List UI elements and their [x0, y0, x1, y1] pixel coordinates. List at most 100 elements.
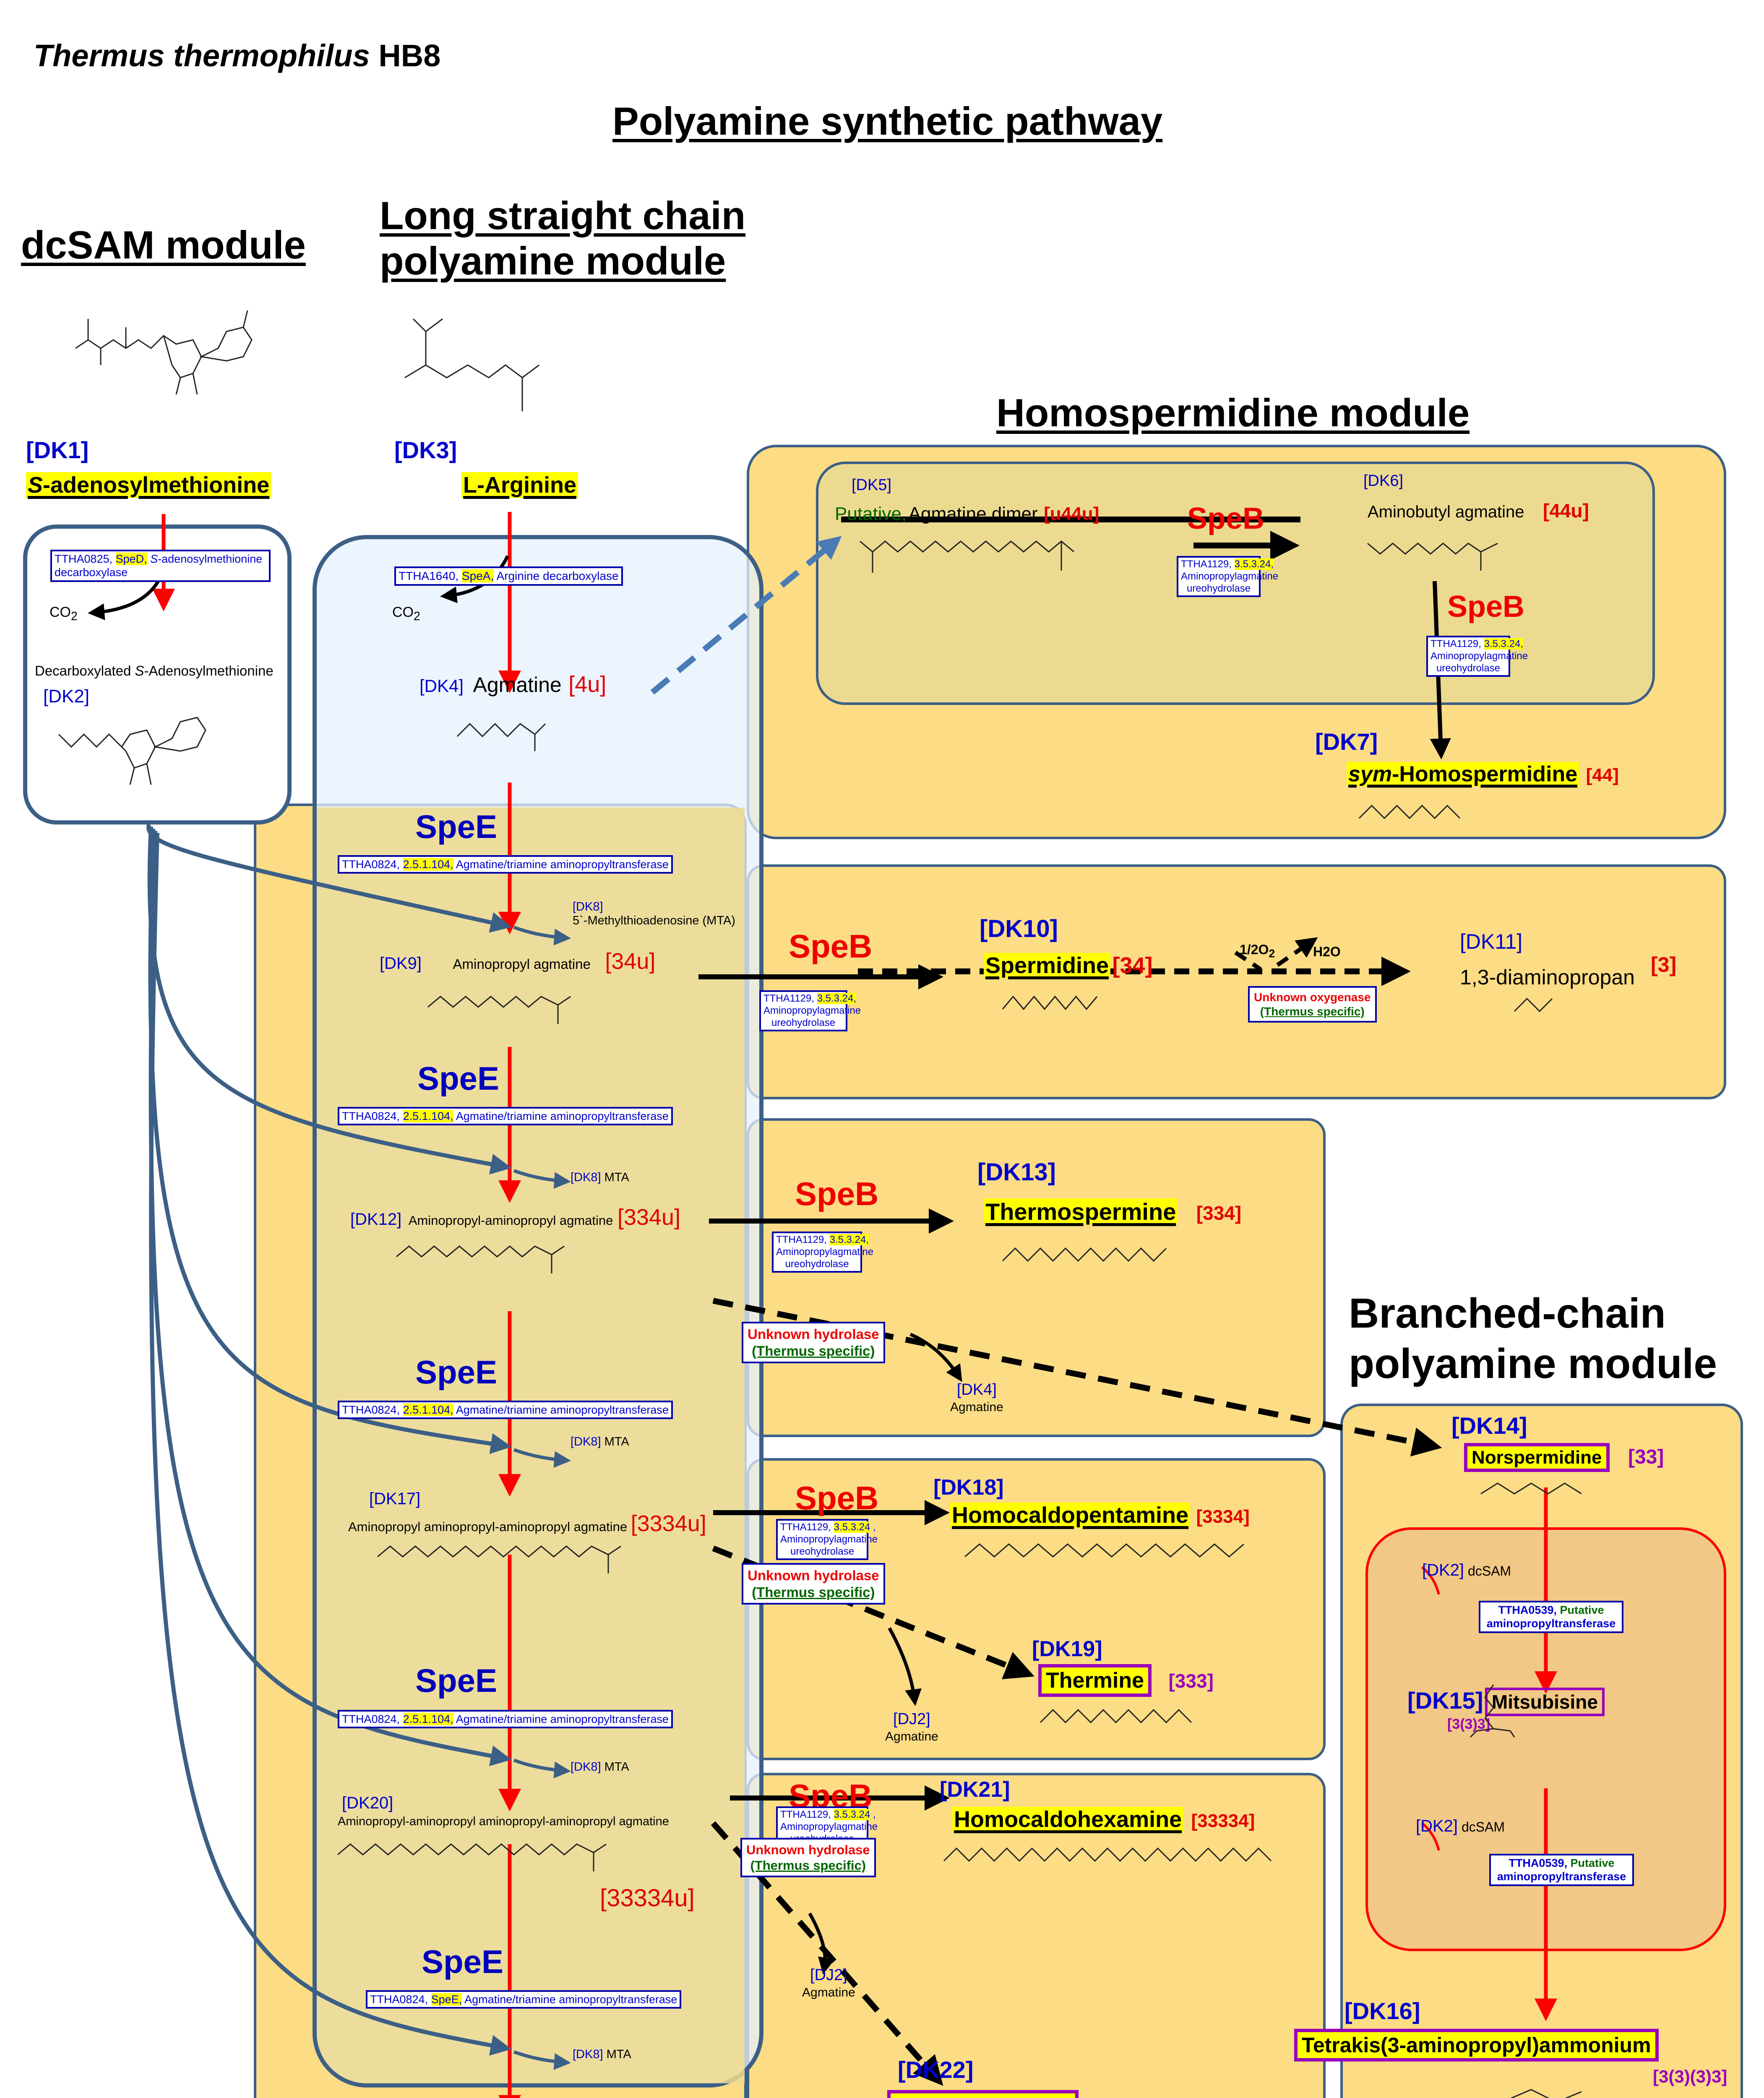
dk15-heading: [DK15] Mitsubisine [1407, 1687, 1605, 1716]
half-o2-text: 1/2O [1240, 942, 1269, 957]
dk19-structure [1028, 1704, 1221, 1746]
dk16-name: Tetrakis(3-aminopropyl)ammonium [1294, 2029, 1659, 2061]
dk22-id: [DK22] [898, 2056, 974, 2083]
agmatine-structure-drawing [456, 723, 546, 751]
unknown-oxygenase-line1: Unknown oxygenase [1254, 991, 1371, 1004]
sam-structure-drawing [75, 310, 253, 395]
dk14-heading: Norspermidine [33] [1464, 1443, 1664, 1472]
speb-gene: TTHA1129, [1430, 638, 1481, 650]
dk9-name: Aminopropyl agmatine [453, 956, 591, 972]
dk10-id: [DK10] [980, 915, 1058, 942]
dk17-code: [3334u] [631, 1511, 706, 1536]
dk2-label-italic: S [135, 663, 144, 678]
dk22-code: [3333] [1097, 2097, 1156, 2098]
dk7-structure-drawing [1358, 804, 1461, 819]
dk4-code: [4u] [568, 672, 607, 697]
dk8-mta-full: [DK8] 5`-Methylthioadenosine (MTA) [573, 900, 735, 928]
dcsam-structure-drawing [58, 717, 206, 785]
long-chain-module-title: Long straight chain polyamine module [380, 193, 745, 284]
dk18-heading: Homocaldopentamine [3334] [950, 1502, 1250, 1528]
speb-label-homo-1: SpeB [1187, 502, 1265, 535]
speb-ec: 3.5.3.24 [834, 1521, 870, 1533]
enzyme-spee-3: TTHA0824, 2.5.1.104, Agmatine/triamine a… [338, 1401, 673, 1420]
dk20-structure-drawing [337, 1843, 607, 1871]
organism-label: Thermus thermophilus HB8 [34, 38, 440, 73]
enzyme-speb-homo-1: TTHA1129, 3.5.3.24, Aminopropylagmatine … [1177, 556, 1278, 598]
branched-title-line1: Branched-chain [1349, 1290, 1666, 1337]
spee-ec: 2.5.1.104, [403, 1110, 453, 1122]
dk21-heading: Homocaldohexamine [33334] [952, 1806, 1255, 1832]
unknown-hydrolase-line2: (Thermus specific) [750, 1858, 866, 1873]
spee-name: Agmatine/triamine aminopropyltransferase [456, 858, 669, 871]
dk14-code: [33] [1628, 1446, 1664, 1468]
dk14-id: [DK14] [1451, 1412, 1527, 1439]
dk13-name: Thermospermine [984, 1198, 1178, 1225]
dk8-mta-2: [DK8] MTA [571, 1171, 629, 1185]
speb-gene: TTHA1129, [780, 1521, 831, 1533]
dk2-dcsam-id: [DK2] [1422, 1561, 1464, 1579]
co2-label-1: CO2 [50, 604, 78, 624]
dk9-heading: [DK9] Aminopropyl agmatine [34u] [380, 948, 655, 974]
dk8-name: MTA [604, 1171, 629, 1184]
dk21-code: [33334] [1191, 1811, 1255, 1831]
dk14-structure-drawing [1480, 1482, 1582, 1495]
sped-line2: decarboxylase [55, 566, 128, 579]
dk10-structure [990, 988, 1116, 1026]
dk7-name-rest: -Homospermidine [1392, 762, 1578, 786]
speb-gene: TTHA1129, [780, 1809, 831, 1820]
dk17-name: Aminopropyl aminopropyl-aminopropyl agma… [348, 1519, 628, 1534]
dk5-id: [DK5] [852, 476, 892, 494]
dk6-name: Aminobutyl agmatine [1368, 503, 1524, 521]
sped-short: SpeD, [115, 553, 147, 565]
dk18-name: Homocaldopentamine [950, 1503, 1191, 1528]
speb-line3: ureohydrolase [790, 1545, 855, 1557]
dk8-id: [DK8] [571, 1435, 601, 1448]
tth0539-gene: TTHA0539, [1509, 1857, 1567, 1869]
dk4-side-1: [DK4] Agmatine [950, 1380, 1003, 1415]
enzyme-sped: TTHA0825, SpeD, S-adenosylmethionine dec… [50, 550, 271, 582]
dk9-id: [DK9] [380, 954, 422, 973]
dk14-name: Norspermidine [1464, 1443, 1610, 1472]
dk12-name: Aminopropyl-aminopropyl agmatine [408, 1213, 613, 1228]
dk16-structure-drawing [1510, 2089, 1582, 2098]
dk21-id: [DK21] [940, 1777, 1010, 1802]
speb-ec: 3.5.3.24 [834, 1809, 870, 1820]
tth0539-line2: aminopropyltransferase [1497, 1870, 1626, 1883]
dk7-id: [DK7] [1315, 728, 1378, 755]
spee-gene: TTHA0824, [342, 1110, 400, 1122]
speb-label-homo-2: SpeB [1447, 590, 1525, 624]
dk1-name: S-adenosylmethionine [26, 472, 271, 498]
dk5-structure-drawing [860, 540, 1074, 573]
dk7-code: [44] [1586, 765, 1619, 785]
spea-gene: TTHA1640, [399, 569, 459, 582]
co2-sub: 2 [414, 609, 420, 623]
speb-ec: 3.5.3.24, [1484, 638, 1524, 650]
dk8-id: [DK8] [571, 1171, 601, 1184]
dk4-name: Agmatine [473, 673, 562, 697]
unknown-hydrolase-line1: Unknown hydrolase [748, 1568, 879, 1583]
dk9-structure [415, 990, 604, 1036]
dk18-id: [DK18] [933, 1475, 1004, 1500]
dk1-name-italic: S [28, 472, 43, 498]
agmatine-structure [445, 713, 587, 759]
dk8-mta-5: [DK8] MTA [573, 2048, 631, 2061]
speb-ec: 3.5.3.24, [829, 1234, 869, 1245]
dk6-structure-drawing [1367, 543, 1498, 571]
dk7-structure [1351, 797, 1477, 831]
spee-name: Agmatine/triamine aminopropyltransferase [456, 1404, 669, 1416]
speb-line2: Aminopropylagmatine [776, 1246, 874, 1258]
speb-line2: Aminopropylagmatine [780, 1821, 878, 1832]
dk13-structure [990, 1240, 1200, 1286]
tth0539-putative: Putative [1560, 1604, 1604, 1616]
enzyme-tth0539-2: TTHA0539, Putative aminopropyltransferas… [1489, 1854, 1634, 1886]
spermidine-box [747, 864, 1726, 1099]
dk4-heading: [DK4] Agmatine [4u] [420, 671, 606, 697]
enzyme-spee-1: TTHA0824, 2.5.1.104, Agmatine/triamine a… [338, 855, 673, 874]
spee-name: Agmatine/triamine aminopropyltransferase [456, 1713, 669, 1725]
dcsam-input-1: [DK2] dcSAM [1422, 1561, 1511, 1580]
dk2-id: [DK2] [43, 686, 90, 707]
dk2-dcsam-id: [DK2] [1416, 1817, 1458, 1835]
dk12-code: [334u] [617, 1205, 680, 1230]
dk5-heading: Putative, Agmatine dimer [u44u] [835, 504, 1099, 524]
sped-gene: TTHA0825, [55, 553, 113, 565]
